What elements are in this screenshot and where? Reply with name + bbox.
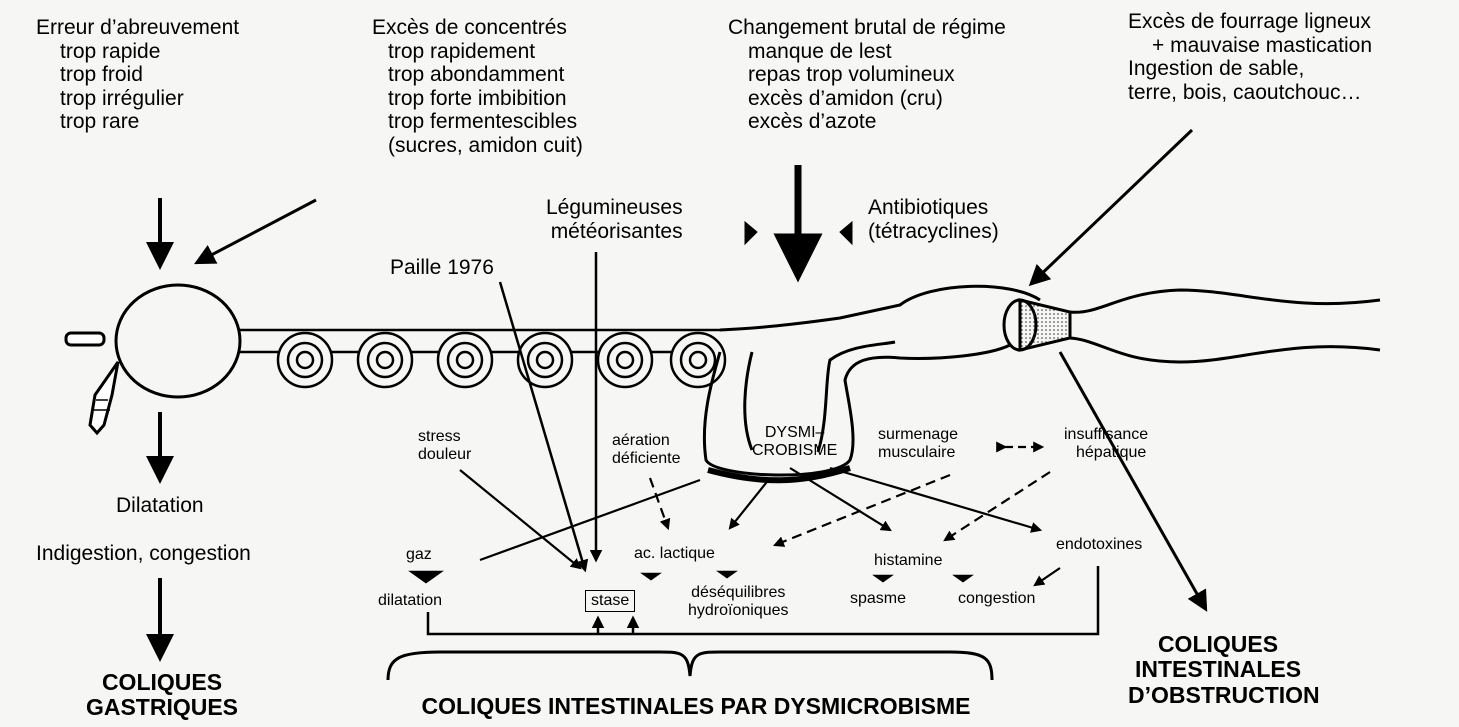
effect-spasm: spasme bbox=[850, 590, 906, 608]
outcome-dysmicrobism: COLIQUES INTESTINALES PAR DYSMICROBISME bbox=[366, 694, 1026, 719]
outcome-obstruction-line: D’OBSTRUCTION bbox=[1128, 683, 1308, 708]
cause-diet-change-item: excès d’azote bbox=[728, 110, 1006, 134]
effect-lactic: ac. lactique bbox=[634, 545, 715, 563]
gastric-dilatation: Dilatation bbox=[116, 494, 204, 518]
cause-legumes: Légumineuses météorisantes bbox=[546, 196, 683, 243]
cause-concentrates-item: trop abondamment bbox=[372, 63, 583, 87]
cause-diet-change-item: excès d’amidon (cru) bbox=[728, 87, 1006, 111]
cause-forage-line: Ingestion de sable, bbox=[1128, 57, 1372, 81]
factor-liver-line: hépatique bbox=[1064, 444, 1148, 462]
cause-concentrates-item: trop forte imbibition bbox=[372, 87, 583, 111]
effect-stasis: stase bbox=[585, 590, 635, 612]
cause-diet-change: Changement brutal de régime manque de le… bbox=[728, 16, 1006, 134]
outcome-obstruction: COLIQUES INTESTINALES D’OBSTRUCTION bbox=[1128, 632, 1308, 708]
cause-straw: Paille 1976 bbox=[390, 256, 494, 280]
factor-dysmicrobism: DYSMI– CROBISME bbox=[752, 424, 837, 460]
cause-water-item: trop froid bbox=[36, 63, 239, 87]
cause-forage-line: Excès de fourrage ligneux bbox=[1128, 10, 1372, 34]
cause-water-item: trop rapide bbox=[36, 40, 239, 64]
factor-stress-line: douleur bbox=[418, 446, 471, 464]
effect-congestion: congestion bbox=[958, 590, 1035, 608]
factor-dysmicrobism-line: CROBISME bbox=[752, 442, 837, 460]
factor-liver: insuffisance hépatique bbox=[1064, 426, 1148, 462]
factor-aeration-line: déficiente bbox=[612, 450, 681, 468]
cause-water-title: Erreur d’abreuvement bbox=[36, 16, 239, 40]
outcome-obstruction-line: COLIQUES bbox=[1128, 632, 1308, 657]
cause-diet-change-item: manque de lest bbox=[728, 40, 1006, 64]
cause-water-item: trop irrégulier bbox=[36, 87, 239, 111]
cause-legumes-line: météorisantes bbox=[546, 220, 683, 244]
factor-fatigue-line: musculaire bbox=[878, 444, 958, 462]
factor-stress-line: stress bbox=[418, 428, 471, 446]
outcome-gastric: COLIQUES GASTRIQUES bbox=[82, 670, 242, 721]
outcome-obstruction-line: INTESTINALES bbox=[1128, 657, 1308, 682]
cause-forage-line: + mauvaise mastication bbox=[1128, 34, 1372, 58]
factor-liver-line: insuffisance bbox=[1064, 426, 1148, 444]
cause-forage: Excès de fourrage ligneux + mauvaise mas… bbox=[1128, 10, 1372, 104]
outcome-gastric-line: GASTRIQUES bbox=[82, 695, 242, 720]
cause-concentrates-title: Excès de concentrés bbox=[372, 16, 583, 40]
cause-concentrates: Excès de concentrés trop rapidement trop… bbox=[372, 16, 583, 157]
cause-water: Erreur d’abreuvement trop rapide trop fr… bbox=[36, 16, 239, 134]
outcome-gastric-line: COLIQUES bbox=[82, 670, 242, 695]
factor-aeration-line: aération bbox=[612, 432, 681, 450]
effect-imbalance-line: hydroïoniques bbox=[688, 602, 789, 620]
effect-histamine: histamine bbox=[874, 552, 942, 570]
factor-aeration: aération déficiente bbox=[612, 432, 681, 468]
gastric-indigestion: Indigestion, congestion bbox=[36, 542, 251, 566]
effect-imbalance-line: déséquilibres bbox=[688, 584, 789, 602]
cause-water-item: trop rare bbox=[36, 110, 239, 134]
effect-gas: gaz bbox=[406, 546, 432, 564]
cause-concentrates-item: (sucres, amidon cuit) bbox=[372, 134, 583, 158]
cause-diet-change-title: Changement brutal de régime bbox=[728, 16, 1006, 40]
cause-forage-line: terre, bois, caoutchouc… bbox=[1128, 81, 1372, 105]
factor-fatigue: surmenage musculaire bbox=[878, 426, 958, 462]
effect-dilatation: dilatation bbox=[378, 592, 442, 610]
outcome-brace bbox=[388, 652, 992, 680]
cause-diet-change-item: repas trop volumineux bbox=[728, 63, 1006, 87]
stomach-shape bbox=[66, 285, 240, 433]
small-intestine-loops bbox=[238, 330, 725, 387]
cause-legumes-line: Légumineuses bbox=[546, 196, 683, 220]
cause-antibiotics-line: Antibiotiques bbox=[868, 196, 999, 220]
cause-concentrates-item: trop rapidement bbox=[372, 40, 583, 64]
effect-endotoxins: endotoxines bbox=[1056, 536, 1142, 554]
cause-antibiotics-line: (tétracyclines) bbox=[868, 220, 999, 244]
factor-stress: stress douleur bbox=[418, 428, 471, 464]
factor-dysmicrobism-line: DYSMI– bbox=[752, 424, 837, 442]
mechanism-arrows bbox=[460, 447, 1060, 585]
cause-concentrates-item: trop fermentescibles bbox=[372, 110, 583, 134]
effect-imbalance: déséquilibres hydroïoniques bbox=[688, 584, 789, 620]
cause-antibiotics: Antibiotiques (tétracyclines) bbox=[868, 196, 999, 243]
factor-fatigue-line: surmenage bbox=[878, 426, 958, 444]
